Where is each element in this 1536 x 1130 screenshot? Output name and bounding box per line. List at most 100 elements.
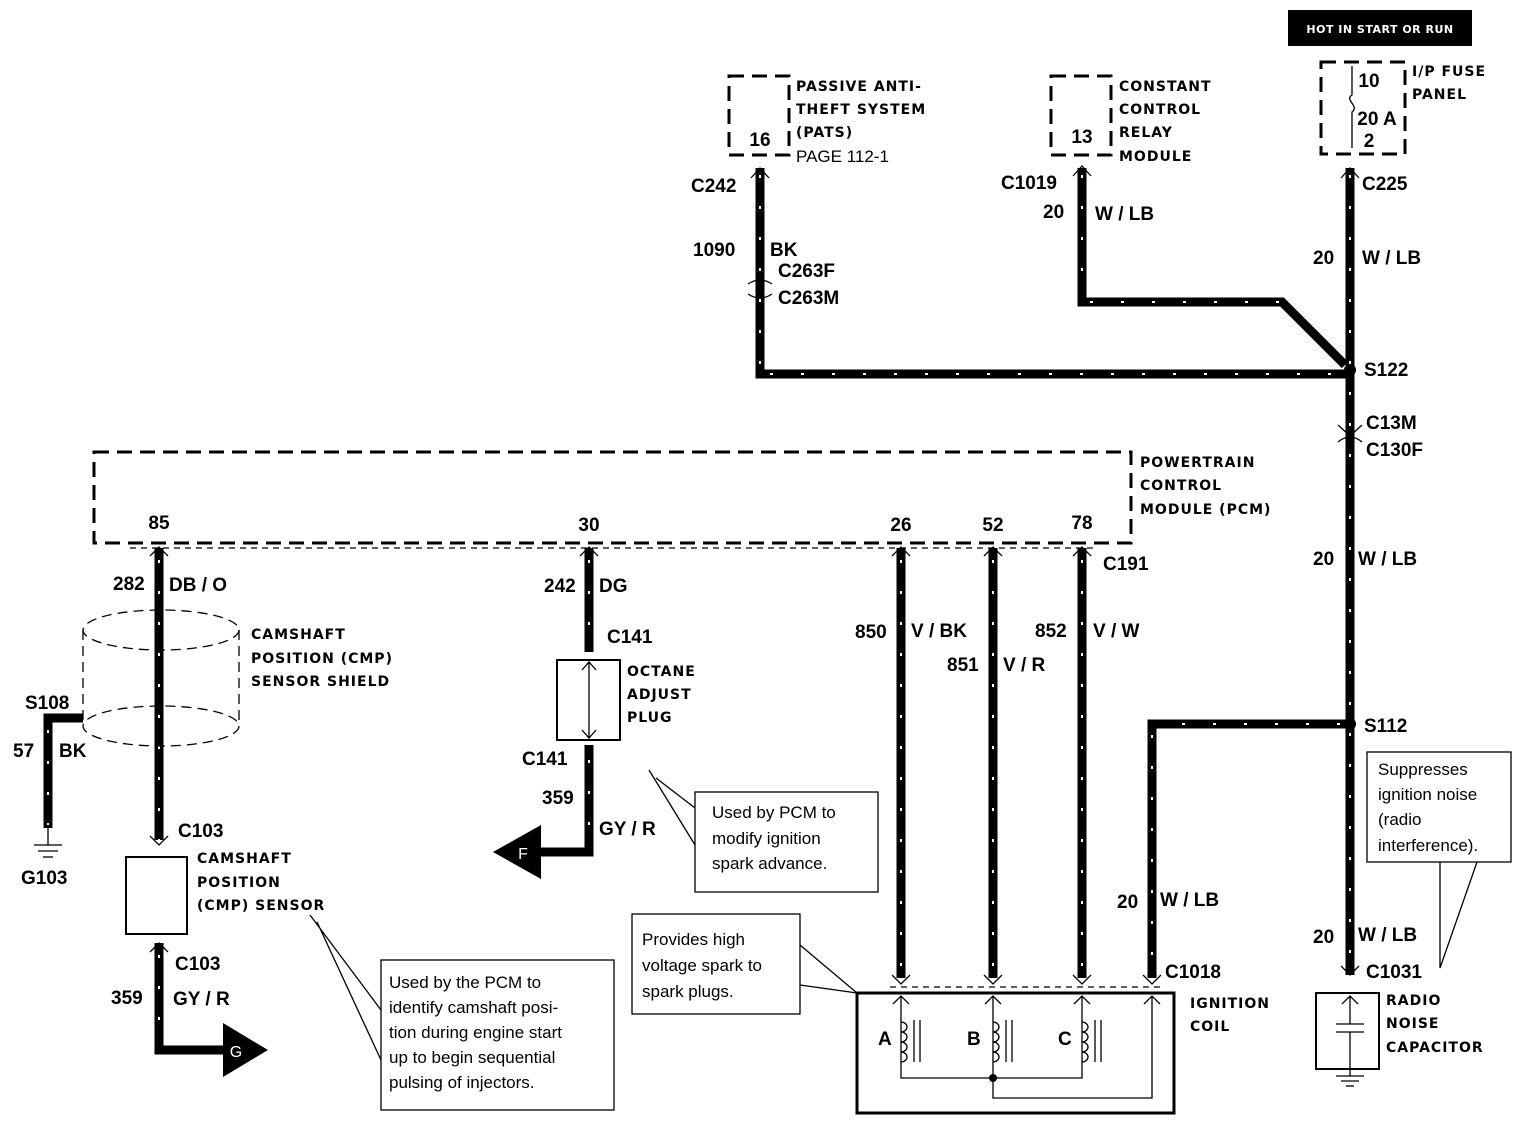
coil-winding-c: C (1058, 1029, 1072, 1050)
pcm-pin-26: 26 (890, 515, 911, 536)
octane-out-circuit: 359 (542, 788, 574, 809)
pats-circuit: 1090 (693, 240, 735, 261)
fuse-number: 10 (1358, 71, 1379, 92)
ccrm-module: 13 CONSTANT CONTROL RELAY MODULE (1049, 74, 1212, 165)
pcm-module: POWERTRAIN CONTROL MODULE (PCM) 85 30 26… (92, 450, 1271, 545)
ccrm-label-2: CONTROL (1119, 102, 1201, 118)
octane-plug-label-1: OCTANE (627, 664, 696, 680)
fuse-panel-label-1: I/P FUSE (1412, 64, 1486, 80)
fuse-icon (1349, 66, 1355, 148)
cap-connector-icon (1340, 965, 1360, 976)
ref-arrow-g (223, 1023, 268, 1077)
feed-color-2: W / LB (1358, 549, 1417, 570)
ccrm-circuit: 20 (1043, 202, 1064, 223)
cap-label-2: NOISE (1386, 1016, 1439, 1032)
fuse-connector: C225 (1362, 174, 1408, 195)
octane-color: DG (599, 576, 628, 597)
coil-winding-b: B (967, 1029, 981, 1050)
pats-label-1: PASSIVE ANTI- (796, 79, 922, 95)
ground-g103: G103 (21, 868, 67, 889)
cmp-out-color: GY / R (173, 989, 230, 1010)
coil-wires (896, 548, 1087, 978)
feed-inline-connector-icon (1337, 424, 1363, 443)
pats-pin: 16 (749, 130, 770, 151)
cap-note-line-1: Suppresses (1378, 760, 1468, 779)
pcm-pin-30: 30 (578, 515, 599, 536)
coil-note-box (631, 913, 801, 1015)
coil-connector-arrows (891, 974, 1162, 985)
cmp-note-box (380, 959, 615, 1111)
coil-b-color: V / R (1003, 655, 1046, 676)
ccrm-connector-icon (1072, 165, 1092, 177)
ccrm-pin: 13 (1071, 127, 1092, 148)
octane-circuit: 242 (544, 576, 576, 597)
cmp-sensor (125, 856, 188, 935)
ccrm-label-1: CONSTANT (1119, 79, 1212, 95)
coil-winding-a: A (878, 1029, 892, 1050)
pcm-pin-52: 52 (982, 515, 1003, 536)
pats-inline-m: C263M (778, 288, 839, 309)
coil-label-1: IGNITION (1190, 996, 1270, 1012)
cmp-shield-label-2: POSITION (CMP) (251, 651, 393, 667)
coil-connector: C1018 (1165, 962, 1221, 983)
cap-note-line-2: ignition noise (1378, 785, 1477, 804)
condition-header-box (1288, 10, 1472, 46)
octane-note-line-3: spark advance. (712, 854, 827, 873)
pcm-label-2: CONTROL (1140, 478, 1222, 494)
octane-plug-label-2: ADJUST (627, 687, 692, 703)
ground-icon (34, 828, 62, 858)
octane-connector-top: C141 (607, 627, 653, 648)
cap-label-3: CAPACITOR (1386, 1040, 1484, 1056)
feed-inline-f: C130F (1366, 440, 1423, 461)
octane-note-line-1: Used by PCM to (712, 803, 836, 822)
splice-s112: S112 (1364, 716, 1407, 737)
cap-connector: C1031 (1366, 962, 1422, 983)
feed-inline-m: C13M (1366, 413, 1417, 434)
cmp-ground-color: BK (59, 741, 87, 762)
pats-inline-f: C263F (778, 261, 835, 282)
fuse-panel-label-2: PANEL (1412, 87, 1467, 103)
capacitor-icon (1336, 995, 1364, 1087)
coil-note-leader (799, 944, 858, 994)
cmp-shield-label-1: CAMSHAFT (251, 627, 346, 643)
cmp-shield (82, 609, 240, 747)
cmp-connector-top-icon (149, 835, 169, 846)
fuse-rating: 20 A (1357, 109, 1397, 130)
pats-label-3: (PATS) (796, 125, 853, 141)
cmp-out-circuit: 359 (111, 988, 143, 1009)
cmp-note-line-3: tion during engine start (389, 1023, 562, 1042)
cmp-color: DB / O (169, 575, 227, 596)
coil-note-line-1: Provides high (642, 930, 745, 949)
splice-s122: S122 (1364, 360, 1408, 381)
fuse-panel: 10 20 A 2 I/P FUSE PANEL (1319, 60, 1486, 156)
cmp-connector-top: C103 (178, 821, 223, 842)
pcm-label-1: POWERTRAIN (1140, 455, 1255, 471)
pats-module: 16 PASSIVE ANTI- THEFT SYSTEM (PATS) PAG… (727, 74, 925, 166)
cmp-note-line-5: pulsing of injectors. (389, 1073, 535, 1092)
cap-note-box (1366, 751, 1512, 863)
ccrm-label-3: RELAY (1119, 125, 1173, 141)
cmp-note-line-2: identify camshaft posi- (389, 998, 558, 1017)
octane-plug-label-3: PLUG (627, 710, 673, 726)
octane-plug-icon (581, 661, 597, 739)
octane-out-color: GY / R (599, 819, 656, 840)
ref-f-label: F (518, 846, 528, 863)
coil-note-line-2: voltage spark to (642, 956, 762, 975)
pcm-label-3: MODULE (PCM) (1140, 502, 1271, 518)
octane-note-box (694, 791, 879, 893)
cap-note-leader (1439, 861, 1478, 969)
cap-color: W / LB (1358, 925, 1417, 946)
radio-noise-capacitor (1315, 992, 1380, 1070)
ccrm-label-4: MODULE (1119, 149, 1192, 165)
feed-color-1: W / LB (1362, 248, 1421, 269)
coil-label-2: COIL (1190, 1019, 1230, 1035)
octane-connector-bottom: C141 (522, 749, 568, 770)
splice-s112-dot (1344, 718, 1356, 730)
coil-b-circuit: 851 (947, 655, 979, 676)
ccrm-connector: C1019 (1001, 173, 1057, 194)
pats-color: BK (770, 240, 798, 261)
pats-page-ref: PAGE 112-1 (796, 147, 889, 166)
cmp-shield-label-3: SENSOR SHIELD (251, 674, 390, 690)
ref-g-label: G (230, 1044, 242, 1061)
cmp-note-line-4: up to begin sequential (389, 1048, 555, 1067)
